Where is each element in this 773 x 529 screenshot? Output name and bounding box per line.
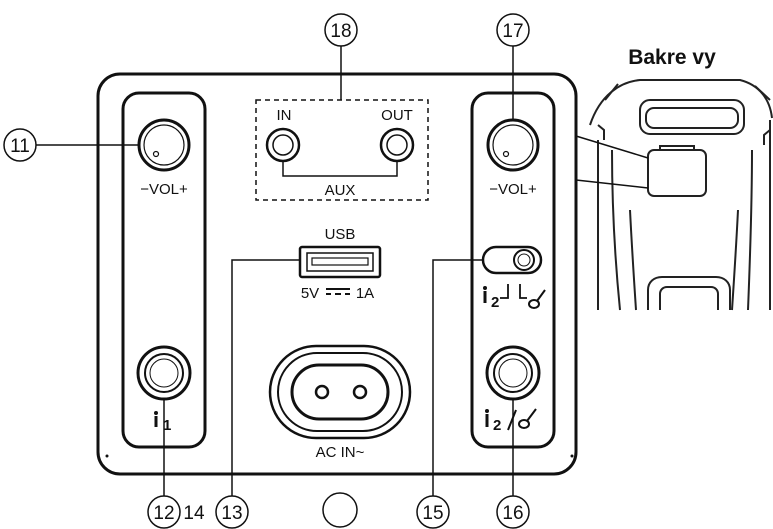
input-selector-switch[interactable] [481, 245, 543, 275]
usb-port[interactable] [298, 245, 382, 279]
guitar-icon [518, 408, 537, 429]
callout-17: 17 [502, 21, 523, 42]
microphone-icon [483, 286, 487, 303]
switch-icon [481, 245, 543, 275]
switch-mark-left [500, 284, 509, 299]
aux-bracket [282, 162, 398, 177]
knob-icon [486, 118, 540, 172]
usb-rating-label: 5V [301, 285, 319, 302]
switch-mark-right [519, 284, 527, 299]
aux-label: AUX [325, 182, 356, 199]
microphone-icon [154, 411, 158, 427]
usb-port-icon [298, 245, 382, 279]
callout-13-circle [215, 495, 249, 529]
aux-out-label: OUT [381, 107, 413, 124]
leader-15 [432, 259, 483, 496]
callout-15-circle [416, 495, 450, 529]
dc-symbol [326, 288, 350, 295]
mic2-guitar-jack[interactable] [485, 345, 541, 401]
left-control-strip [121, 91, 207, 449]
callout-16-circle [496, 495, 530, 529]
speaker-rear-view-sketch [589, 79, 773, 311]
mic2-guitar-sub: 2 [493, 417, 501, 434]
right-vol-label: −VOL+ [489, 181, 537, 198]
callout-12-circle [147, 495, 181, 529]
knob-icon [137, 118, 191, 172]
aux-box [255, 99, 429, 201]
callout-16: 16 [502, 503, 523, 524]
callout-14: 14 [183, 503, 205, 524]
panel-dot-right [570, 454, 574, 458]
ac-inlet[interactable] [268, 344, 412, 440]
leader-13 [231, 259, 300, 496]
ac-in-label: AC IN~ [316, 444, 365, 461]
microphone-icon [485, 409, 489, 427]
usb-label: USB [325, 226, 356, 243]
callout-18: 18 [330, 21, 351, 42]
right-control-strip [470, 91, 556, 449]
ac-socket-icon [268, 344, 412, 440]
usb-current-label: 1A [356, 285, 374, 302]
aux-in-label: IN [277, 107, 292, 124]
jack-icon [265, 127, 301, 163]
right-volume-knob[interactable] [486, 118, 540, 172]
callout-13: 13 [221, 503, 242, 524]
callout-11: 11 [10, 136, 30, 157]
mic1-jack[interactable] [136, 345, 192, 401]
aux-out-jack[interactable] [379, 127, 415, 163]
callout-ac-circle [322, 492, 358, 528]
zoom-line-bottom [575, 179, 649, 189]
left-volume-knob[interactable] [137, 118, 191, 172]
callout-12: 12 [153, 503, 174, 524]
mic2-switch-sub: 2 [491, 294, 499, 311]
zoom-line-top [575, 135, 649, 159]
mic1-sub: 1 [163, 417, 171, 434]
slash-mark [507, 409, 517, 431]
jack-icon [379, 127, 415, 163]
view-title: Bakre vy [628, 46, 716, 69]
aux-in-jack[interactable] [265, 127, 301, 163]
left-vol-label: −VOL+ [140, 181, 188, 198]
callout-15: 15 [422, 503, 443, 524]
panel-dot-left [105, 454, 109, 458]
panel-outline [96, 72, 578, 476]
guitar-icon [528, 289, 546, 309]
